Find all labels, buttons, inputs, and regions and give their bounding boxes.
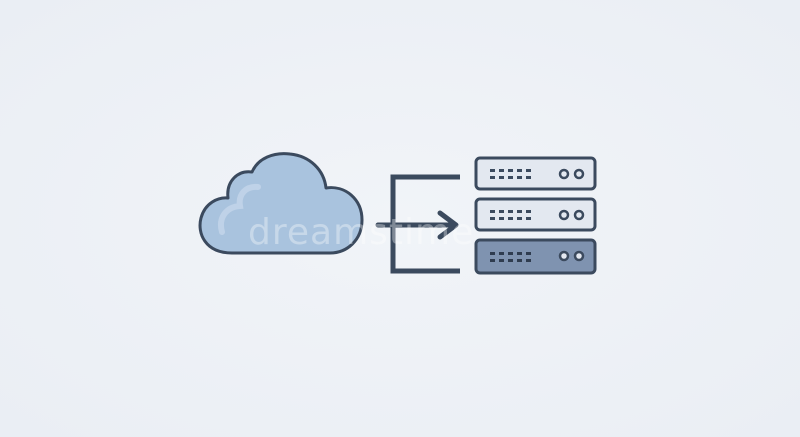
cloud-icon bbox=[198, 152, 364, 255]
server-unit-top bbox=[474, 156, 597, 191]
arrow-right-icon bbox=[375, 210, 459, 240]
server-unit-bottom bbox=[474, 238, 597, 275]
server-unit-middle bbox=[474, 197, 597, 232]
server-rack-icon bbox=[474, 156, 597, 275]
